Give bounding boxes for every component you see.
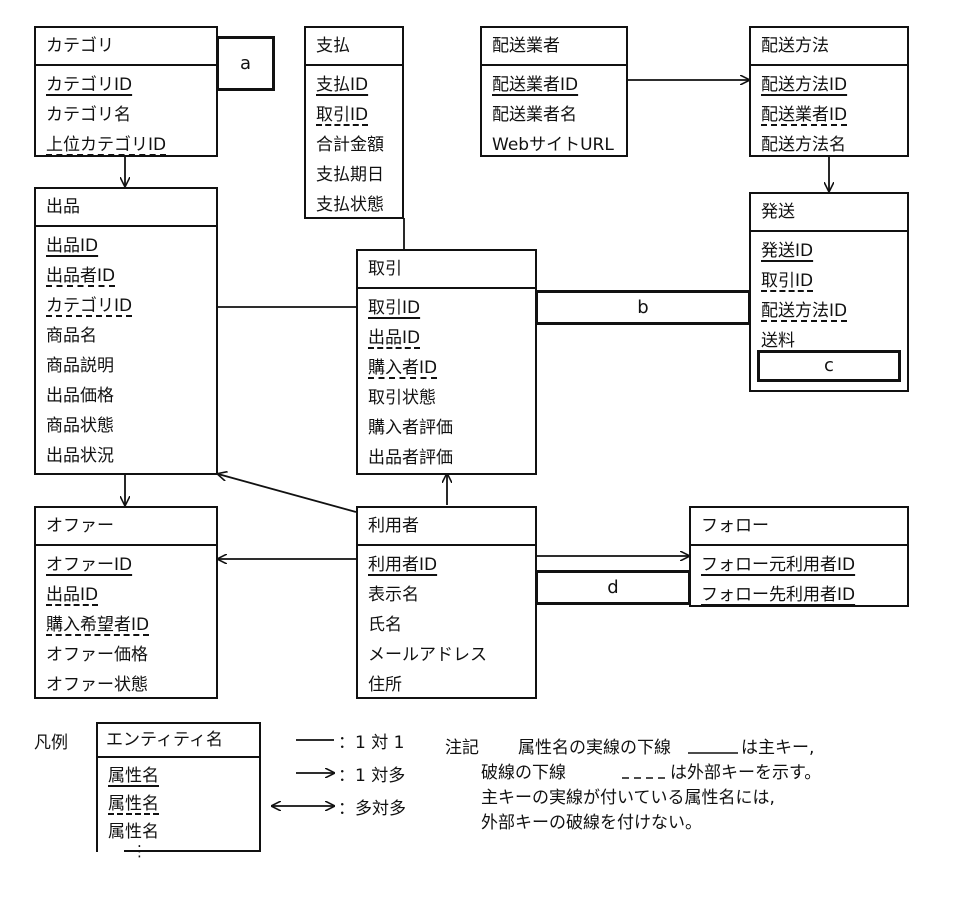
- attribute-pk: 配送方法ID: [761, 75, 848, 95]
- entity-title: フォロー: [691, 508, 907, 546]
- attribute-pk: フォロー元利用者ID: [701, 555, 856, 575]
- attribute-fk: 出品ID: [368, 328, 421, 348]
- attribute-pk: オファーID: [46, 555, 133, 575]
- attribute: 商品名: [46, 326, 97, 346]
- attribute-pk: 配送業者ID: [492, 75, 579, 95]
- attribute-fk: 出品ID: [46, 585, 99, 605]
- attribute-fk: 取引ID: [761, 271, 814, 291]
- legend-ellipsis: ⋮: [132, 842, 147, 860]
- note-line1-a: 属性名の実線の下線: [518, 738, 671, 758]
- entity-title: 発送: [751, 194, 907, 232]
- attribute: オファー状態: [46, 675, 148, 695]
- legend-one-to-many: ：1 対多: [338, 766, 406, 786]
- attribute: 出品者評価: [368, 448, 453, 468]
- attribute: 支払期日: [316, 165, 384, 185]
- attribute-fk: 出品者ID: [46, 266, 116, 286]
- entity-carrier: 配送業者 配送業者ID 配送業者名 WebサイトURL: [480, 26, 628, 157]
- entity-title: 支払: [306, 28, 402, 66]
- attribute-pk: 取引ID: [368, 298, 421, 318]
- entity-title: 配送業者: [482, 28, 626, 66]
- blank-b: b: [535, 290, 751, 325]
- attribute: 取引状態: [368, 388, 436, 408]
- attribute: 送料: [761, 331, 795, 351]
- blank-d: d: [535, 570, 691, 605]
- attribute-pk: フォロー先利用者ID: [701, 585, 856, 605]
- entity-listing: 出品 出品ID 出品者ID カテゴリID 商品名 商品説明 出品価格 商品状態 …: [34, 187, 218, 475]
- entity-shipping-method: 配送方法 配送方法ID 配送業者ID 配送方法名: [749, 26, 909, 157]
- entity-transaction: 取引 取引ID 出品ID 購入者ID 取引状態 購入者評価 出品者評価: [356, 249, 537, 475]
- note-line3: 主キーの実線が付いている属性名には,: [481, 788, 775, 808]
- attribute: オファー価格: [46, 645, 148, 665]
- attribute-fk: 購入者ID: [368, 358, 438, 378]
- attribute: 合計金額: [316, 135, 384, 155]
- attribute-pk: 支払ID: [316, 75, 369, 95]
- blank-a: a: [216, 36, 275, 91]
- attribute: 支払状態: [316, 195, 384, 215]
- attribute: 表示名: [368, 585, 419, 605]
- attribute: 配送方法名: [761, 135, 846, 155]
- attribute-fk: 取引ID: [316, 105, 369, 125]
- attribute: 商品状態: [46, 416, 114, 436]
- attribute-pk: 利用者ID: [368, 555, 438, 575]
- entity-title: オファー: [36, 508, 216, 546]
- attribute: 住所: [368, 675, 402, 695]
- attribute: メールアドレス: [368, 645, 487, 665]
- entity-title: 配送方法: [751, 28, 907, 66]
- legend-entity: エンティティ名 属性名 属性名 属性名 ⋮: [96, 722, 261, 860]
- legend-attribute: 属性名: [108, 822, 159, 842]
- note-line2-a: 破線の下線: [481, 763, 566, 783]
- legend-many-to-many: ：多対多: [338, 799, 406, 819]
- entity-title: 取引: [358, 251, 535, 289]
- note-line2-b: は外部キーを示す。: [670, 763, 822, 783]
- entity-offer: オファー オファーID 出品ID 購入希望者ID オファー価格 オファー状態: [34, 506, 218, 699]
- attribute: 配送業者名: [492, 105, 577, 125]
- entity-follow: フォロー フォロー元利用者ID フォロー先利用者ID: [689, 506, 909, 607]
- legend-entity-name: エンティティ名: [98, 724, 259, 758]
- attribute-pk: 出品ID: [46, 236, 99, 256]
- attribute-fk: カテゴリID: [46, 296, 133, 316]
- attribute: 出品状況: [46, 446, 114, 466]
- attribute-fk: 上位カテゴリID: [46, 135, 167, 155]
- attribute: 氏名: [368, 615, 402, 635]
- attribute-pk: 発送ID: [761, 241, 814, 261]
- entity-title: 利用者: [358, 508, 535, 546]
- attribute: カテゴリ名: [46, 105, 131, 125]
- attribute-fk: 配送業者ID: [761, 105, 848, 125]
- entity-title: 出品: [36, 189, 216, 227]
- rel-user-listing: [218, 474, 357, 513]
- attribute-pk: カテゴリID: [46, 75, 133, 95]
- note-line4: 外部キーの破線を付けない。: [481, 813, 702, 833]
- legend-one-to-one: ：1 対 1: [338, 733, 405, 753]
- legend-attribute-pk: 属性名: [108, 766, 159, 786]
- attribute: 商品説明: [46, 356, 114, 376]
- legend-label: 凡例: [34, 733, 68, 753]
- entity-payment: 支払 支払ID 取引ID 合計金額 支払期日 支払状態: [304, 26, 404, 219]
- entity-user: 利用者 利用者ID 表示名 氏名 メールアドレス 住所: [356, 506, 537, 699]
- attribute-fk: 配送方法ID: [761, 301, 848, 321]
- note-label: 注記: [445, 738, 479, 758]
- attribute: 出品価格: [46, 386, 114, 406]
- legend-attribute-fk: 属性名: [108, 794, 159, 814]
- entity-title: カテゴリ: [36, 28, 216, 66]
- entity-category: カテゴリ カテゴリID カテゴリ名 上位カテゴリID: [34, 26, 218, 157]
- blank-c: c: [757, 350, 901, 382]
- attribute: WebサイトURL: [492, 135, 614, 155]
- note-line1-b: は主キー,: [741, 738, 815, 758]
- attribute: 購入者評価: [368, 418, 453, 438]
- attribute-fk: 購入希望者ID: [46, 615, 150, 635]
